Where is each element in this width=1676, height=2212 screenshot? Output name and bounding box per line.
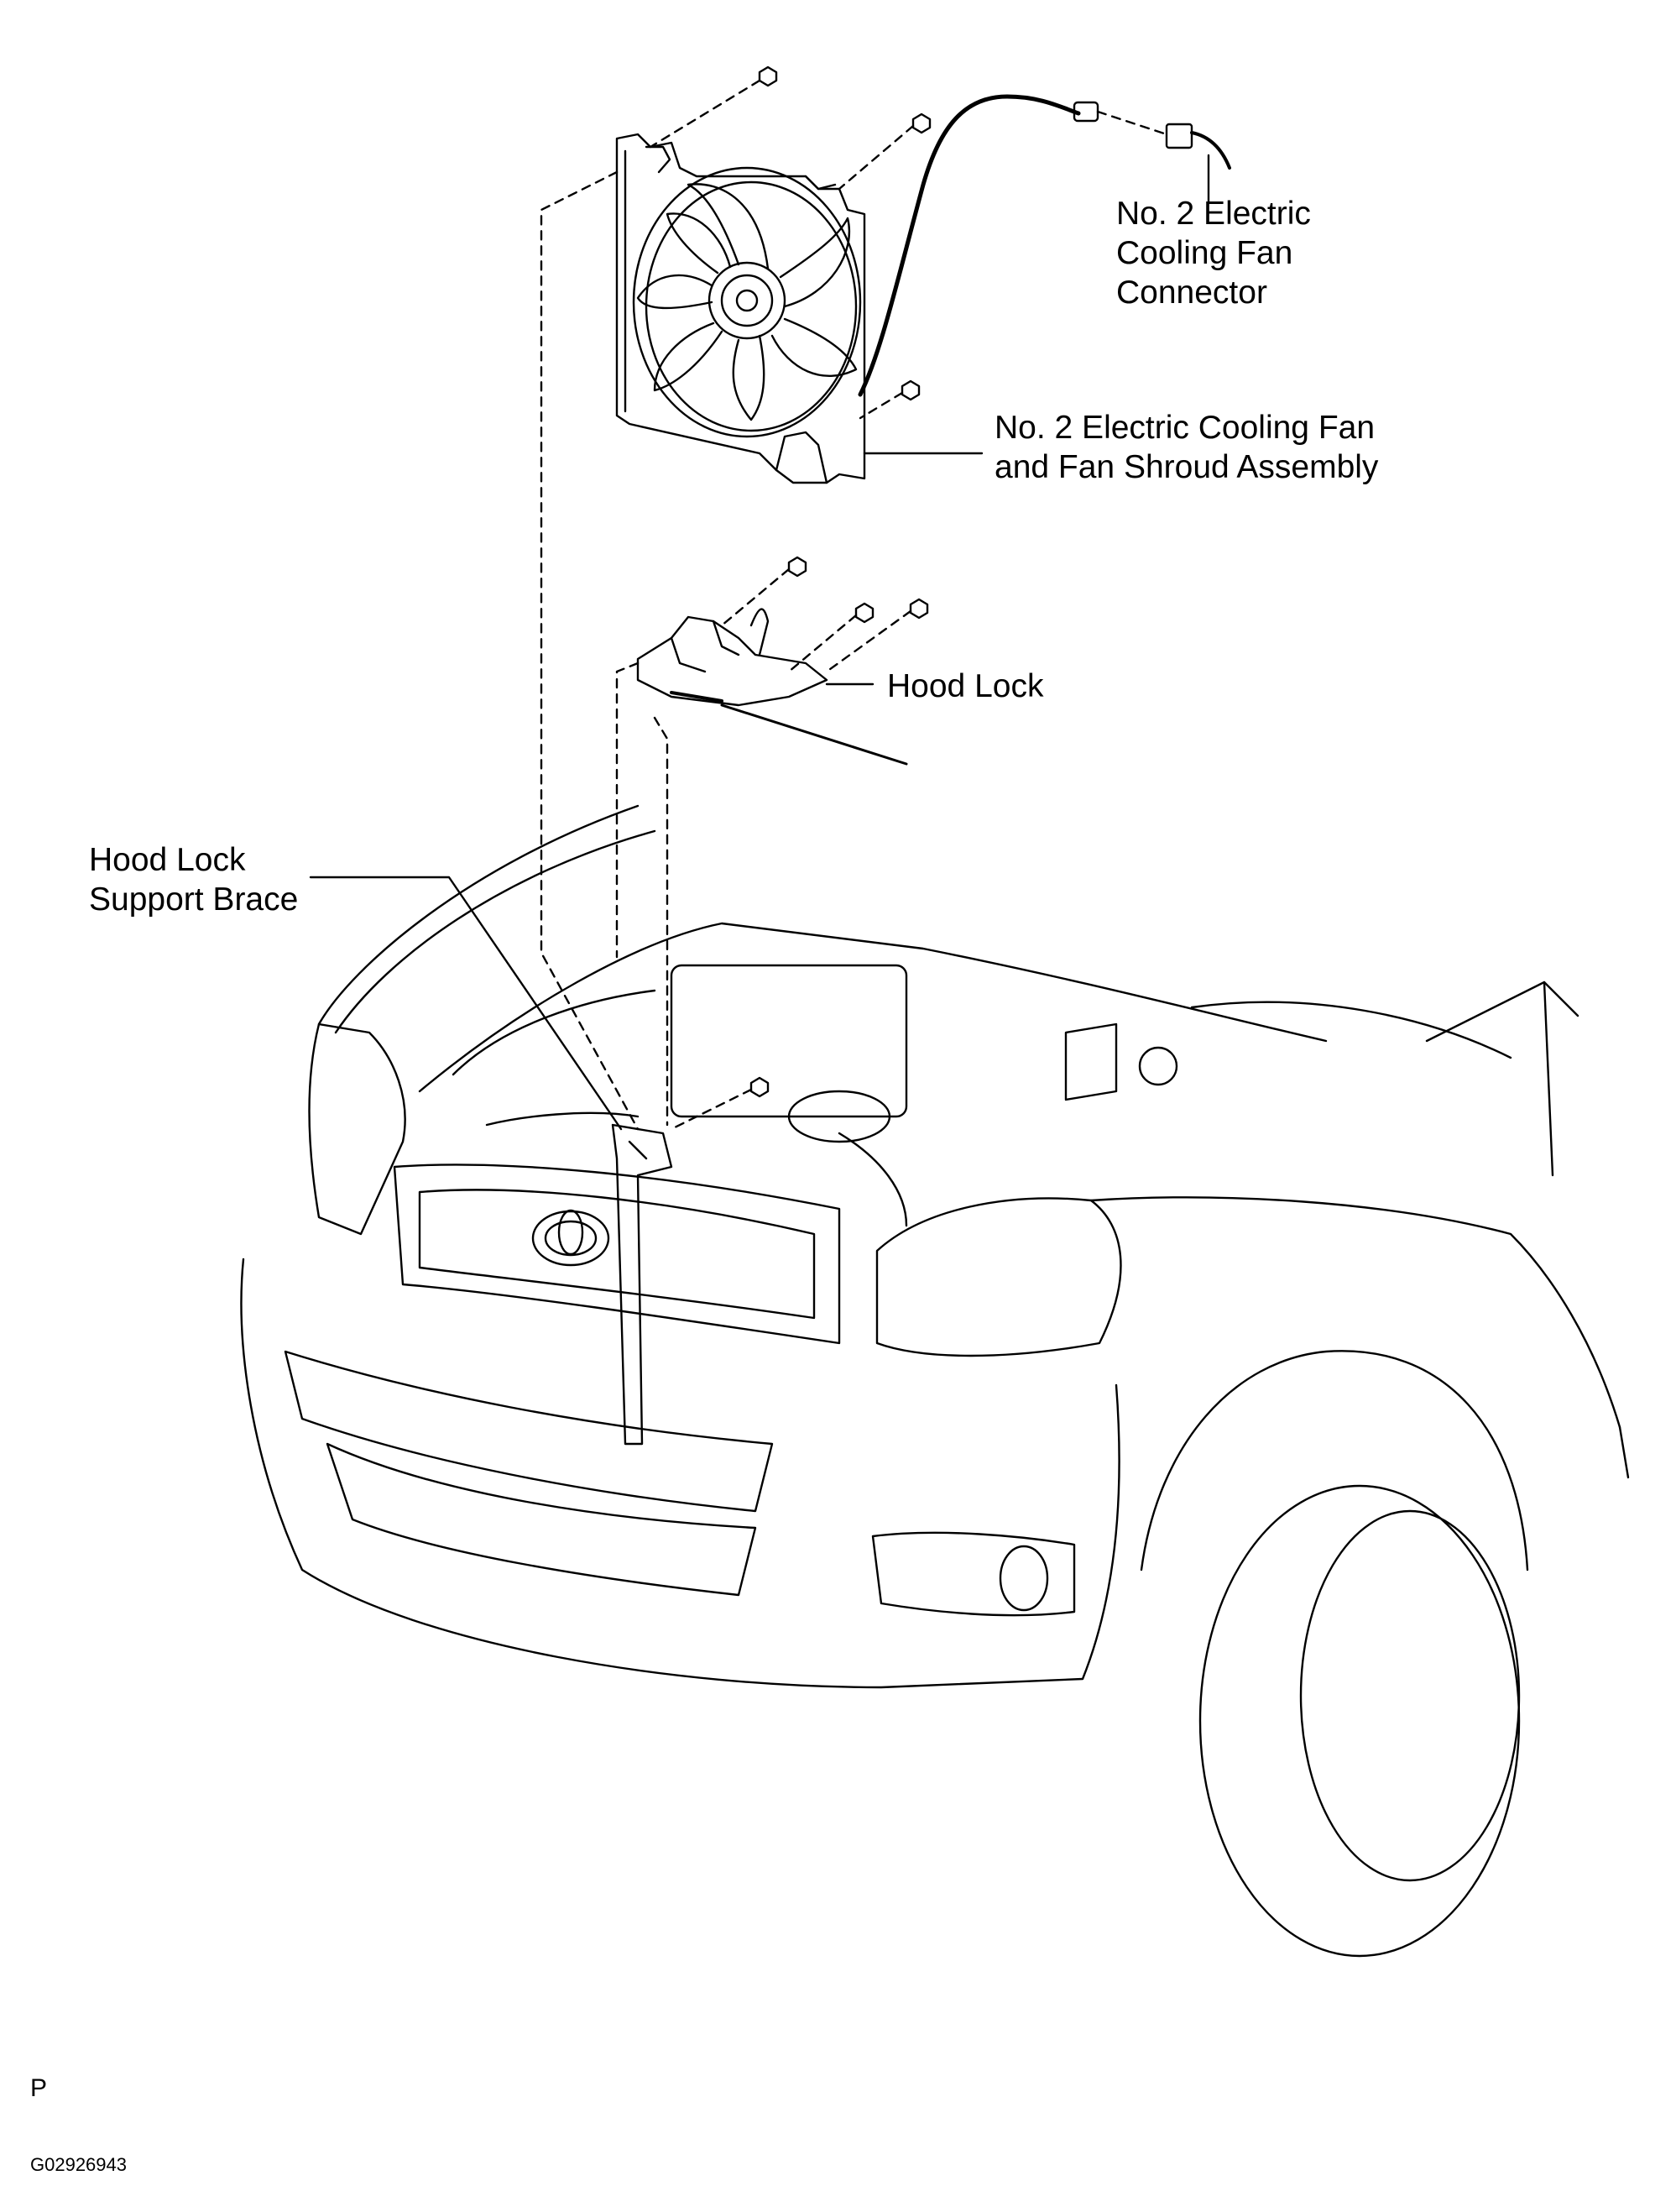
vehicle-front: [240, 804, 1630, 1958]
alignment-lines: [540, 170, 669, 1131]
fan-hub: [707, 261, 786, 340]
corner-mark: P: [30, 2074, 48, 2102]
fan-shroud-assembly: [615, 94, 1099, 484]
fan-wire: [858, 94, 1081, 397]
hood-lock-support-brace: [611, 1123, 673, 1446]
wheel-rim: [1299, 1509, 1521, 1882]
connector-part: [1096, 110, 1231, 170]
shroud-tab-bottom: [775, 431, 828, 484]
toyota-emblem: [531, 1210, 610, 1267]
label-connector: No. 2 Electric Cooling Fan Connector: [1116, 196, 1311, 311]
label-support-brace: Hood Lock Support Brace: [89, 842, 299, 918]
front-wheel: [1198, 1484, 1521, 1958]
bumper-slot-upper: [284, 1350, 774, 1513]
fan-hub-inner: [720, 274, 774, 327]
engine-cover: [670, 964, 908, 1118]
fog-light-area: [871, 1531, 1076, 1617]
fan-blade: [653, 322, 723, 392]
right-headlight: [875, 1197, 1122, 1357]
label-hood-lock: Hood Lock: [887, 668, 1044, 704]
intake-duct: [787, 1090, 891, 1143]
fan-blade: [770, 317, 858, 378]
figure-id: G02926943: [30, 2154, 127, 2175]
grille: [393, 1164, 841, 1345]
fan-ring-inner: [645, 180, 858, 432]
fan-blade: [687, 183, 770, 270]
fan-hub-center: [735, 289, 759, 312]
bumper-slot-lower: [326, 1442, 757, 1597]
label-fan-assembly: No. 2 Electric Cooling Fan and Fan Shrou…: [995, 410, 1379, 485]
fan-blade: [732, 334, 765, 421]
fan-blade: [779, 217, 851, 308]
bolts-fan: [649, 65, 932, 420]
leader-support-brace: [309, 876, 623, 1131]
reservoir: [1138, 1046, 1178, 1086]
hood-lock-part: [636, 556, 929, 766]
fan-blade: [666, 212, 732, 275]
shroud-tab-right: [804, 175, 837, 191]
fan-blade: [636, 274, 713, 310]
shroud-outline: [615, 133, 866, 484]
shroud-tab-top: [645, 145, 671, 174]
leader-lines: [309, 154, 1210, 1131]
fan-ring: [632, 166, 862, 438]
